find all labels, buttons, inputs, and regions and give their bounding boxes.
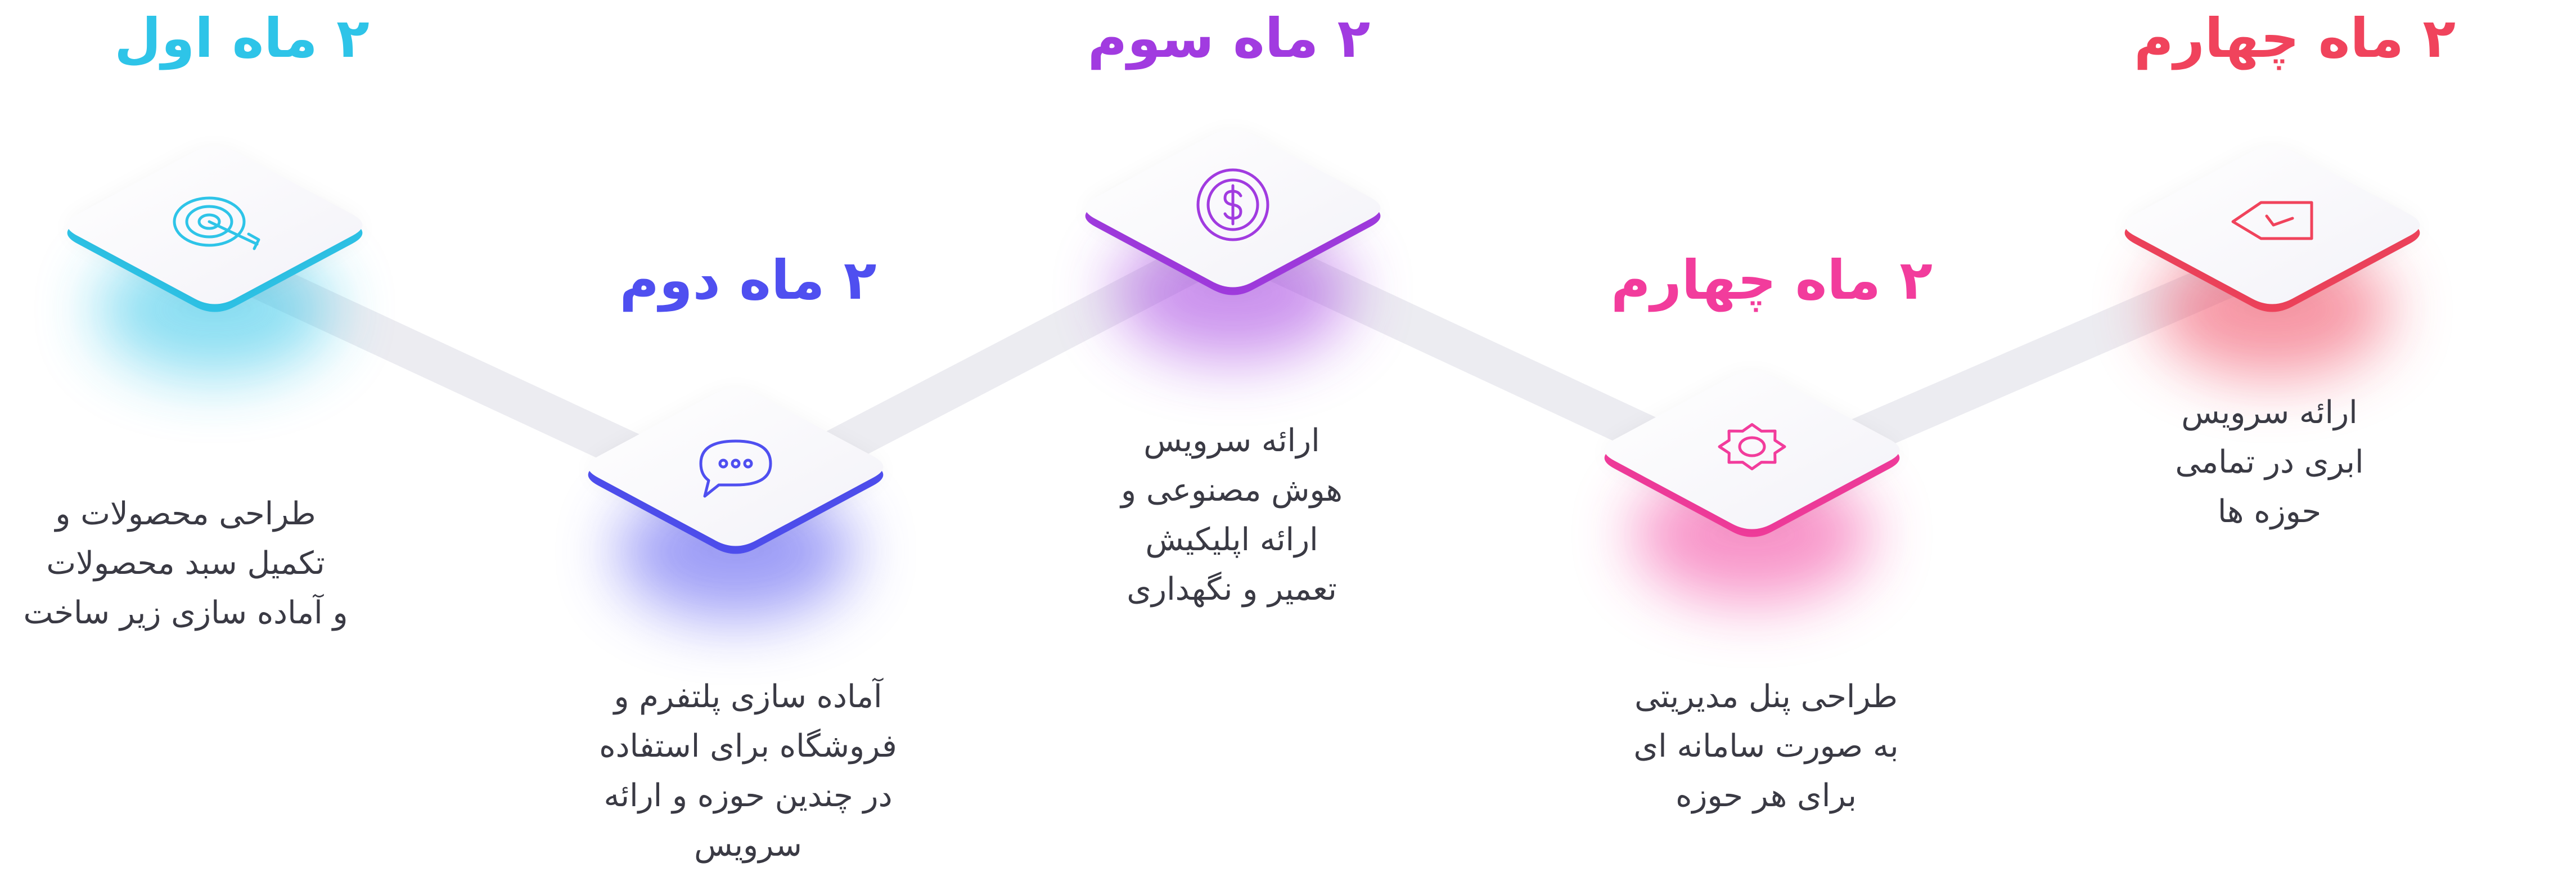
milestone-4-description: طراحی پنل مدیریتی به صورت سامانه ای برای… [1633, 678, 1899, 814]
milestone-5-heading: ۲ ماه چهارم [2134, 7, 2456, 70]
chat-bubble-icon [699, 439, 772, 498]
milestone-2-description: آماده سازی پلتفرم و فروشگاه برای استفاده… [599, 678, 897, 864]
ticket-icon [2231, 201, 2313, 240]
target-icon [173, 196, 260, 250]
timeline-diagram [67, 129, 2420, 619]
milestone-1-description: طراحی محصولات و تکمیل سبد محصولات و آماد… [23, 496, 348, 631]
tile-face [1604, 371, 1900, 529]
milestone-1-tile [67, 146, 363, 377]
milestone-3-heading: ۲ ماه سوم [1087, 7, 1371, 70]
milestone-2-tile [588, 388, 884, 619]
milestone-5-tile [2124, 146, 2420, 377]
milestone-3-description: ارائه سرویس هوش مصنوعی و ارائه اپلیکیش ت… [1121, 422, 1343, 608]
milestone-2-heading: ۲ ماه دوم [619, 249, 877, 312]
milestone-3-tile [1085, 129, 1381, 360]
gear-icon [1718, 423, 1786, 470]
milestone-4-tile [1604, 371, 1900, 602]
dollar-coin-icon [1196, 168, 1269, 241]
milestone-5-description: ارائه سرویس ابری در تمامی حوزه ها [2175, 394, 2364, 530]
milestone-tiles [67, 129, 2420, 619]
milestone-1-heading: ۲ ماه اول [114, 7, 370, 70]
milestone-4-heading: ۲ ماه چهارم [1611, 249, 1933, 312]
